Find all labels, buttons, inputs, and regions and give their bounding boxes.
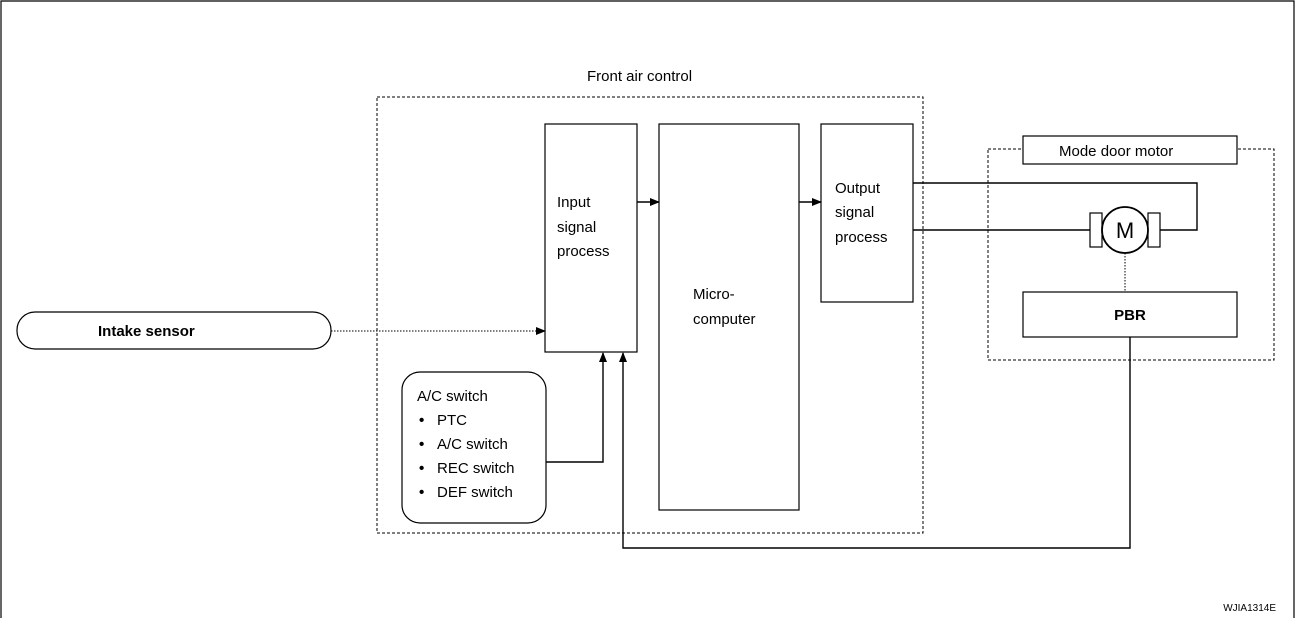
microcomputer-block (658, 123, 800, 511)
output-signal-process-label: Output signal process (835, 180, 888, 246)
ac-switch-item-rec-switch: REC switch (437, 460, 515, 477)
pbr-block (1022, 291, 1238, 338)
ac-switch-item-def-switch: DEF switch (437, 484, 513, 501)
pbr-feedback-line (619, 337, 1131, 549)
ac-switch-item-bullets: • • • • (419, 412, 428, 501)
motor-brush-left (1089, 212, 1103, 248)
ac-switch-signal-line (546, 352, 607, 463)
mode-door-motor-title: Mode door motor (1059, 143, 1173, 160)
figure-id: WJIA1314E (1223, 603, 1276, 614)
mode-door-motor-title-box (1022, 135, 1238, 165)
ac-switch-item-ac-switch: A/C switch (437, 436, 508, 453)
ac-switch-block (401, 371, 547, 524)
ac-switch-item-ptc: PTC (437, 412, 467, 429)
ac-switch-title: A/C switch (417, 388, 488, 405)
input-signal-process-label: Input signal process (557, 194, 610, 260)
output-signal-process-block (820, 123, 914, 303)
output-to-motor-upper-wire (913, 182, 1198, 231)
motor-symbol-label: M (1116, 218, 1134, 243)
intake-sensor-label: Intake sensor (98, 323, 195, 340)
pbr-label: PBR (1114, 307, 1146, 324)
front-air-control-boundary (376, 96, 924, 534)
ac-switch-item-list: PTC A/C switch REC switch DEF switch (437, 412, 519, 501)
front-air-control-title: Front air control (587, 68, 692, 85)
microcomputer-label: Micro- computer (693, 286, 756, 328)
input-signal-process-block (544, 123, 638, 353)
motor-brush-right (1147, 212, 1161, 248)
